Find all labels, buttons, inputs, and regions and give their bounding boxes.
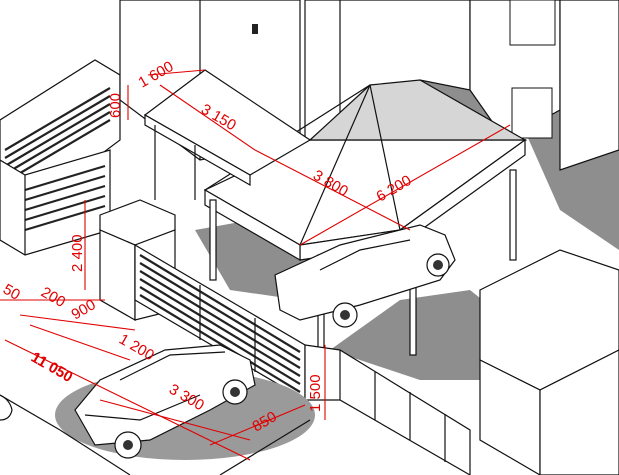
right-low-building	[479, 249, 619, 475]
dim-1200: 1 200	[116, 331, 157, 364]
dim-1500: 1 500	[307, 374, 324, 412]
dim-50: 50	[0, 281, 23, 304]
dim-200: 200	[38, 284, 68, 311]
dim-600: 600	[107, 93, 124, 118]
front-car	[55, 344, 315, 460]
dimension-lines	[0, 69, 511, 461]
ground-lines	[0, 394, 311, 475]
dim-11050: 11 050	[28, 349, 76, 386]
carport-car	[274, 224, 456, 328]
sliding-gate	[134, 243, 306, 402]
window-icon	[252, 24, 258, 34]
dim-2400: 2 400	[69, 234, 86, 272]
entrance-canopy	[143, 69, 312, 200]
